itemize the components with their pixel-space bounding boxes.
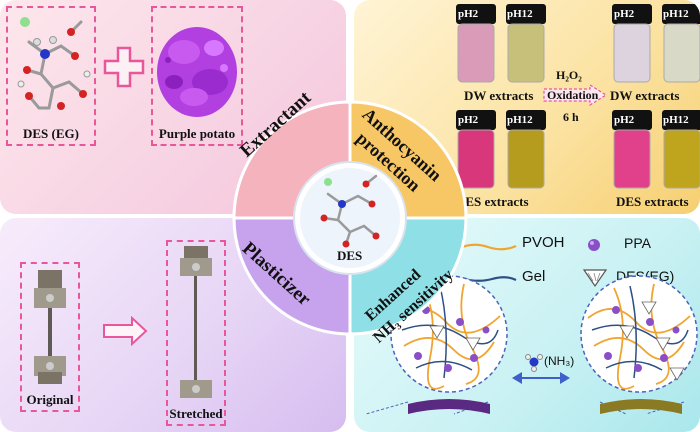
plus-icon [103,46,145,88]
des-ph12-label: pH12 [507,114,533,126]
des-extract-vials [456,110,546,189]
anthocyanin-protection-panel: pH2 pH12 DW extracts pH2 pH12 DES extrac… [354,0,700,214]
gel-legend-label: Gel [522,268,546,285]
original-film-clamp-image [34,270,66,384]
dw-extract-vials [456,4,546,83]
center-flower-diagram [232,100,468,336]
original-label: Original [26,392,74,407]
ppa-legend-dot [588,239,600,251]
dw-extract-vials-after [612,4,700,83]
dw-ph12-label: pH12 [507,8,533,20]
oxidation-label: Oxidation [547,88,599,102]
stretched-film-clamp-image [180,246,212,398]
dw-extracts-label: DW extracts [464,88,534,103]
nh3-label: (NH₃) [544,354,575,368]
h2o2-label: H₂O₂ [556,68,582,82]
pvoh-legend-label: PVOH [522,234,565,251]
des-eg-label: DES (EG) [23,126,79,141]
dw-after-ph12-label: pH12 [663,8,689,20]
ppa-legend-label: PPA [624,235,651,251]
purple-potato-label: Purple potato [158,126,236,141]
dw-extracts-after-label: DW extracts [610,88,680,103]
des-molecule-icon [17,17,91,110]
des-eg-legend-icon [582,269,608,288]
des-after-ph2-label: pH2 [614,114,635,126]
des-extract-vials-after [612,110,700,189]
original-film-frame: Original [20,262,80,412]
purple-potato-powder-image [157,27,237,117]
stretched-film-frame: Stretched [166,240,226,426]
chloride-atom [20,17,30,27]
six-hours-label: 6 h [563,110,579,124]
dw-after-ph2-label: pH2 [614,8,635,20]
pvoh-legend-line [459,243,517,251]
stretch-arrow-icon [103,316,148,346]
des-extracts-after-label: DES extracts [616,194,689,209]
nh3-sensitivity-panel: PVOH PPA Gel DES(EG) [354,218,700,432]
oxidation-arrow-icon [543,84,608,106]
des-after-ph12-label: pH12 [663,114,689,126]
des-extracts-label: DES extracts [456,194,529,209]
dw-ph2-label: pH2 [458,8,479,20]
extractant-panel: DES (EG) Purple potato [0,0,346,214]
purple-potato-frame: Purple potato [151,6,243,146]
des-molecule-frame: DES (EG) [6,6,96,146]
des-ph2-label: pH2 [458,114,479,126]
stretched-label: Stretched [169,406,223,421]
gel-network-diagram [365,275,698,415]
des-center-label: DES [337,248,363,263]
